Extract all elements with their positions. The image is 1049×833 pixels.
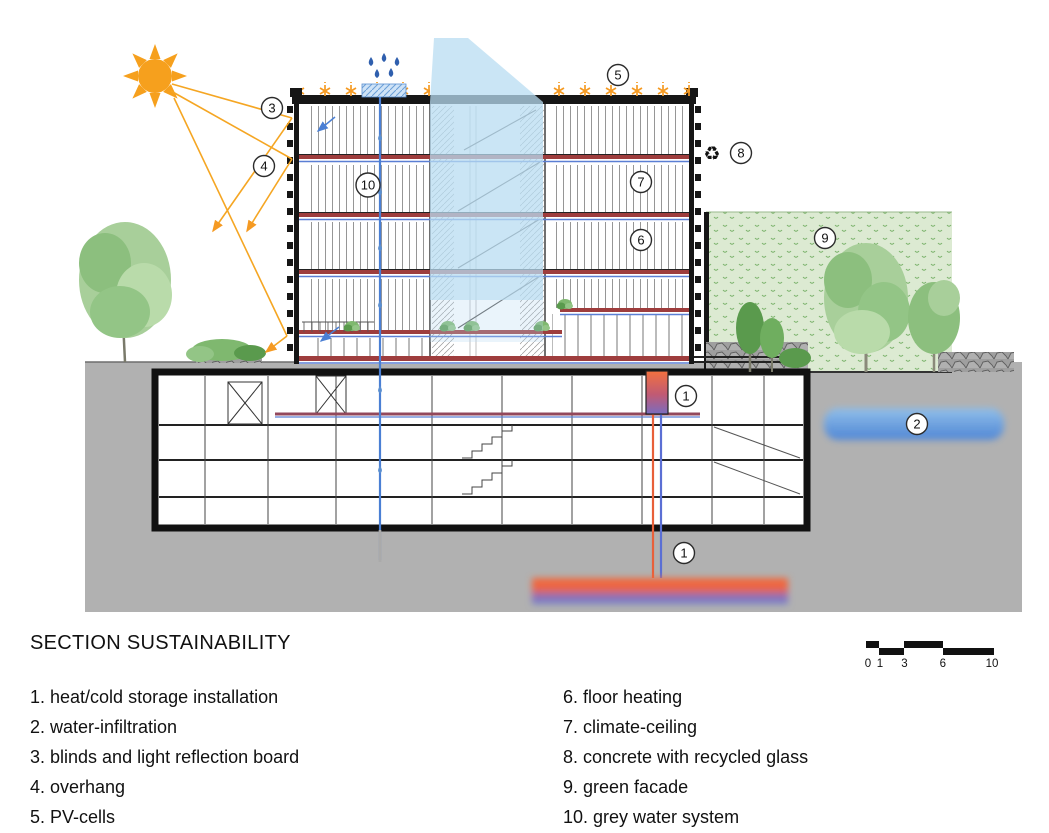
svg-text:2: 2 xyxy=(913,417,920,432)
marker-3: 3 xyxy=(260,96,284,120)
scale-number: 10 xyxy=(985,658,999,670)
scale-number: 1 xyxy=(876,658,884,670)
basement-stairs xyxy=(462,425,513,495)
scale-number: 3 xyxy=(901,658,908,670)
marker-4: 4 xyxy=(252,154,276,178)
legend-item-6: 6. floor heating xyxy=(563,687,683,707)
right-wall xyxy=(689,98,694,364)
legend-item-8: 8. concrete with recycled glass xyxy=(563,747,809,767)
legend-item-7: 7. climate-ceiling xyxy=(563,717,698,737)
sun-rays xyxy=(170,83,293,353)
legend-item-9: 9. green facade xyxy=(563,777,689,797)
legend-item-1: 1. heat/cold storage installation xyxy=(30,687,279,707)
sun-icon xyxy=(123,44,187,108)
daylight-shaft xyxy=(430,38,543,342)
page-title: SECTION SUSTAINABILITY xyxy=(30,632,291,654)
legend-item-5: 5. PV-cells xyxy=(30,807,116,827)
marker-1-riser: 1 xyxy=(674,384,698,408)
heat-cold-riser xyxy=(645,370,669,415)
svg-text:7: 7 xyxy=(637,175,644,190)
reflection-arrow xyxy=(212,117,293,233)
scale-number: 0 xyxy=(864,658,872,670)
svg-text:3: 3 xyxy=(268,101,275,116)
basement xyxy=(151,368,811,532)
basement-outline xyxy=(151,368,811,532)
scale-bar: 0 1 3 6 10 xyxy=(864,641,999,672)
parking-ramp-lines xyxy=(713,426,801,495)
heat-cold-storage xyxy=(532,578,788,604)
svg-text:10: 10 xyxy=(361,178,375,193)
svg-text:1: 1 xyxy=(680,546,687,561)
marker-6: 6 xyxy=(629,228,653,252)
legend-item-4: 4. overhang xyxy=(30,777,126,797)
marker-5: 5 xyxy=(606,63,630,87)
left-wall xyxy=(294,98,299,364)
scale-bar-segments xyxy=(866,641,994,655)
floor-heating-line xyxy=(275,412,700,418)
tree-left xyxy=(79,222,172,363)
hedge-left xyxy=(186,339,266,362)
legend-column-right: 6. floor heating 7. climate-ceiling 8. c… xyxy=(563,682,808,832)
roof-parapet-left xyxy=(290,88,302,97)
marker-10: 10 xyxy=(355,172,381,198)
rain-drops-icon xyxy=(368,53,400,78)
svg-text:1: 1 xyxy=(682,389,689,404)
legend-item-3: 3. blinds and light reflection board xyxy=(30,747,300,767)
section-drawing: ♻ 3 4 5 7 6 8 9 10 1 2 1 xyxy=(79,38,1022,612)
svg-text:4: 4 xyxy=(260,159,267,174)
recycle-icon: ♻ xyxy=(703,143,720,165)
stone-wall-far-right xyxy=(938,352,1014,372)
roof-parapet-right xyxy=(686,88,698,97)
svg-text:5: 5 xyxy=(614,68,621,83)
rain-collector xyxy=(361,83,407,98)
marker-1-storage: 1 xyxy=(672,541,696,565)
svg-text:8: 8 xyxy=(737,146,744,161)
marker-2: 2 xyxy=(905,412,929,436)
marker-8: 8 xyxy=(729,141,753,165)
reflection-arrow xyxy=(264,335,288,353)
legend-item-2: 2. water-infiltration xyxy=(30,717,178,737)
svg-text:6: 6 xyxy=(637,233,644,248)
legend-column-left: 1. heat/cold storage installation 2. wat… xyxy=(30,682,299,832)
glazing-mullions xyxy=(306,106,688,356)
marker-7: 7 xyxy=(629,170,653,194)
heat-cold-riser-pipes xyxy=(651,414,663,578)
marker-9: 9 xyxy=(813,226,837,250)
trees-right xyxy=(736,243,960,372)
interior-light-arrows xyxy=(316,116,340,342)
grey-water-pipe xyxy=(378,97,382,562)
svg-text:9: 9 xyxy=(821,231,828,246)
reflection-arrow xyxy=(246,158,293,233)
scale-number: 6 xyxy=(939,658,946,670)
scale-bar-numbers: 0 1 3 6 10 xyxy=(864,658,999,672)
legend-item-10: 10. grey water system xyxy=(563,807,740,827)
